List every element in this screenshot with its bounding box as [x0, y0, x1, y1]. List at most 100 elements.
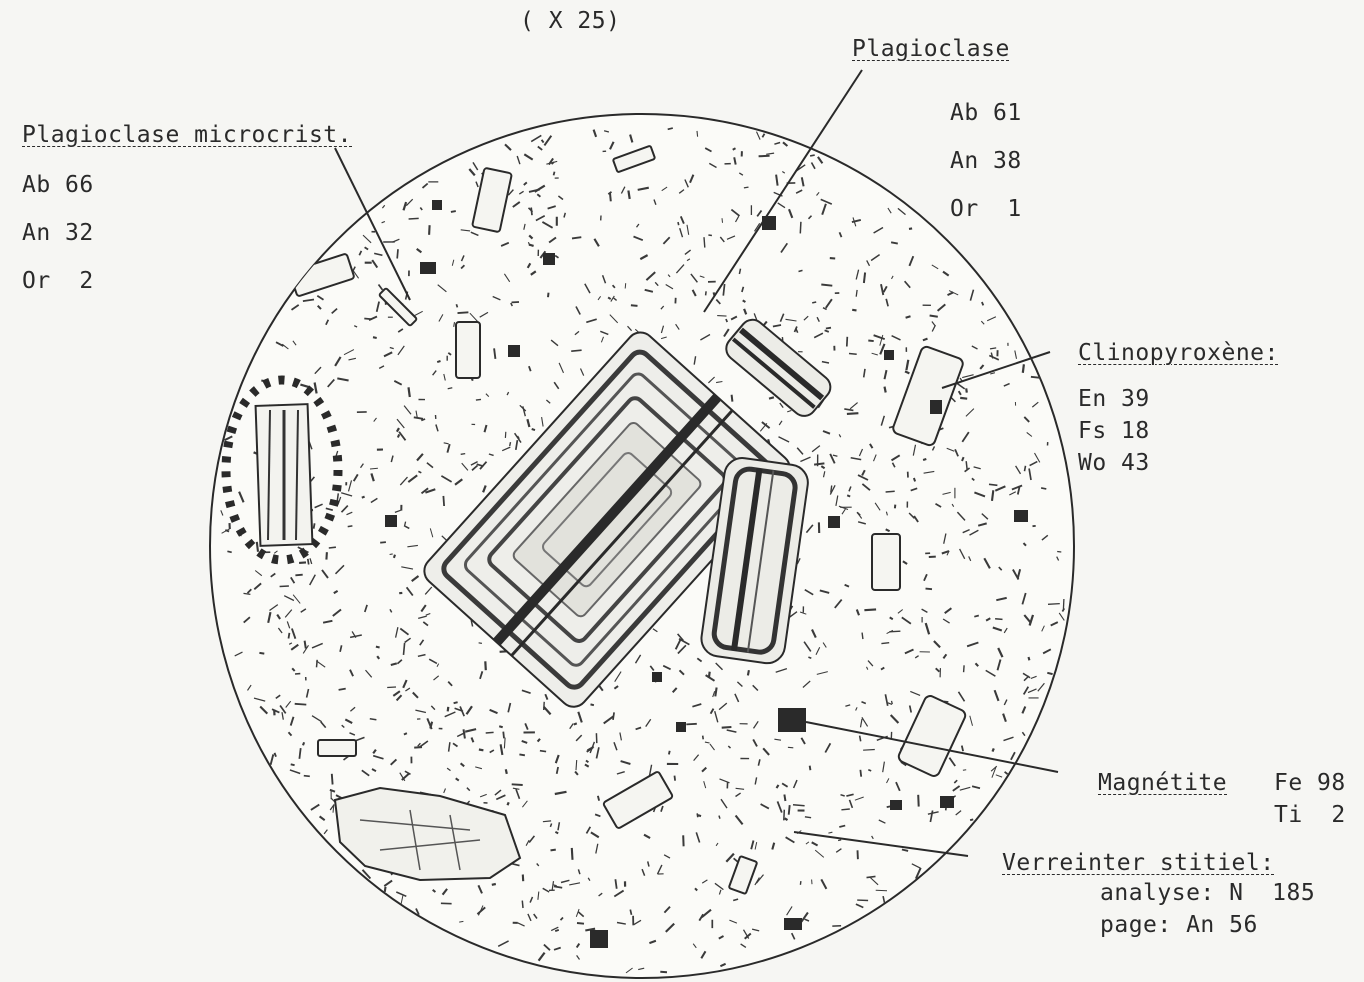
microlite — [544, 702, 545, 710]
microlite — [719, 816, 720, 819]
microlite — [394, 555, 395, 558]
microlite — [841, 809, 849, 810]
microlite — [708, 235, 712, 236]
microlite — [960, 398, 967, 399]
microlite — [697, 131, 698, 137]
microlite — [448, 707, 449, 712]
microlite — [847, 495, 850, 496]
microlite — [404, 733, 407, 734]
microlite — [992, 490, 993, 501]
microlite — [886, 491, 895, 492]
microlite — [993, 748, 994, 751]
microlite — [891, 242, 898, 243]
microlite — [598, 796, 599, 801]
microlite — [548, 293, 549, 298]
microlite — [876, 890, 887, 891]
microlite — [305, 641, 306, 649]
microlite — [303, 742, 304, 745]
microlite — [571, 350, 581, 351]
microlite — [868, 770, 871, 771]
microlite — [808, 657, 811, 658]
microlite — [974, 616, 979, 617]
microlite — [914, 478, 915, 481]
microlite — [860, 770, 861, 777]
microlite — [1048, 604, 1060, 605]
microlite — [847, 413, 859, 414]
clinopyroxene-title: Clinopyroxène: — [1078, 342, 1279, 365]
microlite — [508, 802, 509, 805]
microlite — [227, 551, 231, 552]
microlite — [885, 387, 886, 393]
verre-page: page: An 56 — [1100, 914, 1258, 937]
microlite — [722, 218, 723, 223]
clinopyroxene-fs: Fs 18 — [1078, 420, 1150, 443]
microlite — [821, 285, 832, 286]
microlite — [510, 442, 511, 446]
microlite — [715, 688, 716, 697]
microlite — [476, 399, 481, 400]
microlite — [732, 395, 733, 402]
microlite — [995, 619, 1002, 620]
microlite — [784, 810, 785, 821]
microlite — [362, 497, 365, 498]
microlite — [849, 354, 857, 355]
microlite — [531, 208, 532, 216]
microlite — [970, 819, 973, 820]
microlite — [329, 547, 336, 548]
microlite — [299, 562, 306, 563]
microlite — [512, 784, 523, 785]
microlite — [788, 747, 793, 748]
microlite — [1047, 673, 1052, 674]
microlite — [799, 270, 803, 271]
microlite — [962, 746, 963, 752]
microlite — [503, 732, 504, 739]
microlite — [814, 463, 824, 464]
microlite — [930, 316, 938, 317]
microlite — [856, 290, 857, 297]
microlite — [1023, 364, 1024, 373]
verre-title: Verreinter stitiel: — [1002, 852, 1275, 875]
microlite — [800, 222, 801, 234]
microlite — [608, 297, 611, 299]
microlite — [630, 910, 631, 915]
microlite — [926, 589, 933, 590]
microlite — [494, 348, 495, 359]
microlite — [964, 665, 965, 672]
verre-analyse: analyse: N 185 — [1100, 882, 1315, 905]
microlite — [385, 887, 386, 892]
plagioclase-microcryst-an: An 32 — [22, 222, 94, 245]
microlite — [909, 228, 912, 229]
microlite — [1031, 377, 1040, 378]
microlite — [409, 218, 419, 219]
microlite — [881, 643, 889, 644]
microlite — [459, 921, 463, 922]
microlite — [437, 361, 440, 362]
microlite — [429, 225, 430, 235]
microlite — [847, 337, 848, 347]
microlite — [722, 727, 732, 728]
microlite — [577, 923, 584, 924]
microlite — [572, 848, 573, 860]
microlite — [706, 291, 707, 295]
microlite — [280, 586, 289, 587]
microlite — [800, 881, 801, 885]
microlite — [543, 821, 551, 822]
microlite — [805, 817, 811, 818]
magnetite-fe: Fe 98 — [1274, 772, 1346, 795]
microlite — [989, 484, 997, 485]
microlite — [397, 249, 398, 258]
plagioclase-microcryst-title: Plagioclase microcrist. — [22, 124, 352, 147]
microlite — [404, 643, 405, 655]
microlite — [963, 770, 966, 771]
microlite — [668, 128, 673, 129]
microlite — [625, 283, 626, 288]
microlite — [492, 884, 496, 885]
microlite — [789, 805, 790, 815]
microlite — [631, 305, 638, 306]
plagioclase-or: Or 1 — [950, 198, 1022, 221]
microlite — [479, 750, 484, 751]
microlite — [451, 211, 456, 212]
microlite — [555, 930, 559, 931]
microlite — [743, 300, 746, 302]
microlite — [769, 397, 774, 398]
